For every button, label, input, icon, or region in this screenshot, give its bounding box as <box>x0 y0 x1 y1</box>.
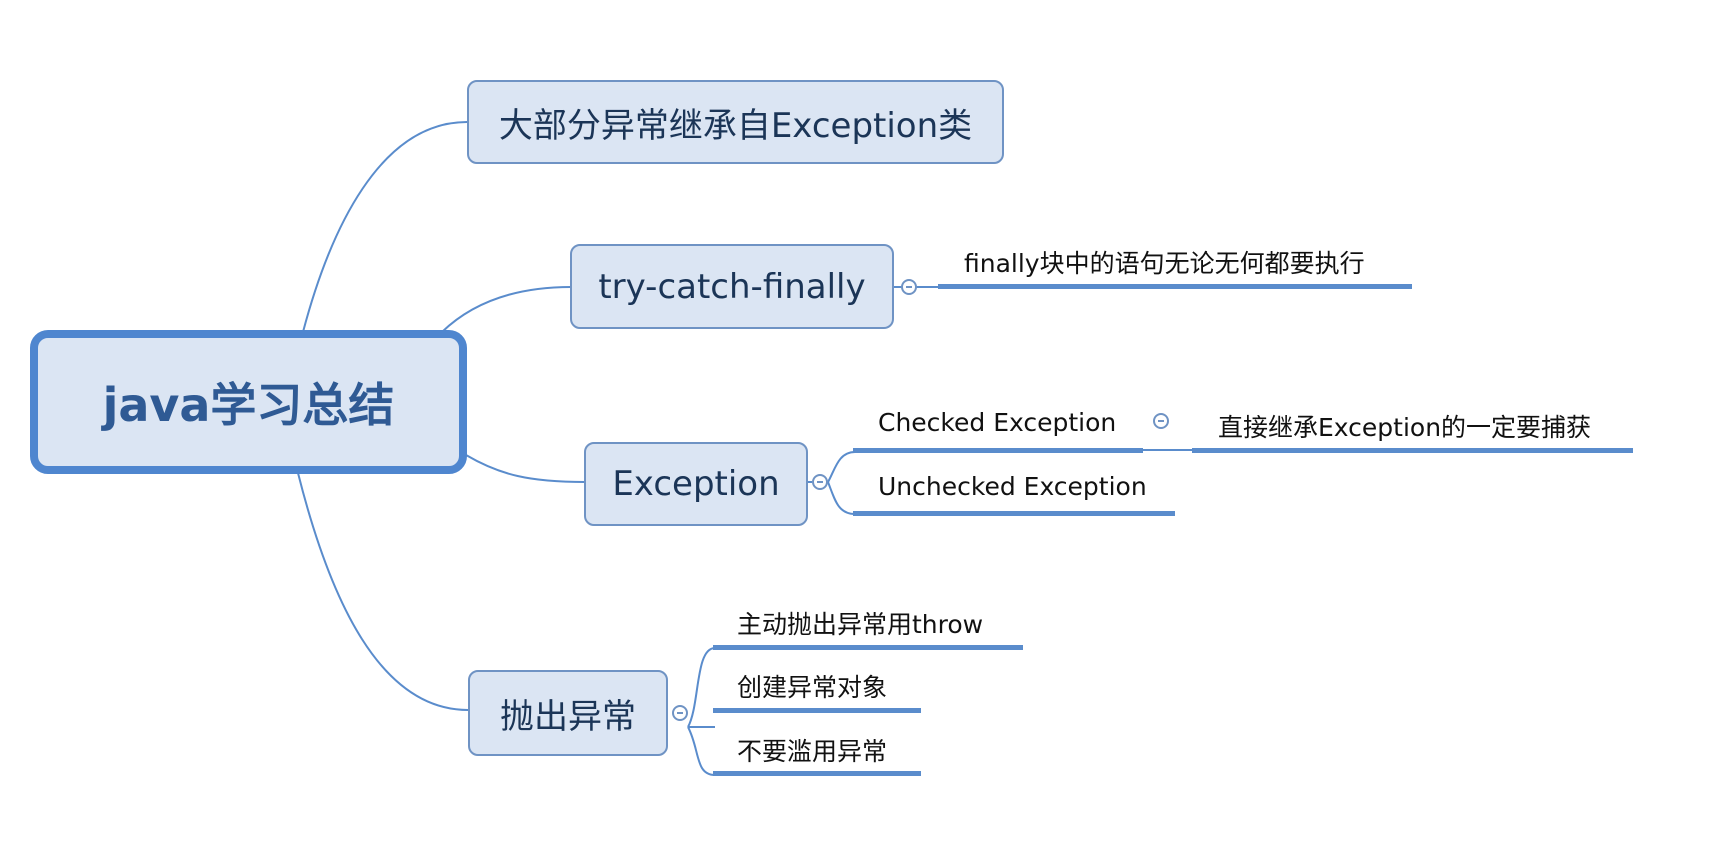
subtopic-create-exception-object[interactable]: 创建异常对象 <box>737 673 888 702</box>
subtopic-unchecked-exception[interactable]: Unchecked Exception <box>878 472 1147 501</box>
connector-exception-to-unchecked <box>827 481 856 515</box>
topic-exception[interactable]: Exception <box>584 442 808 526</box>
topic-label: try-catch-finally <box>598 266 866 307</box>
collapse-minus-icon[interactable] <box>812 474 828 490</box>
subtopic-underline <box>1192 448 1633 453</box>
subtopic-must-catch-checked[interactable]: 直接继承Exception的一定要捕获 <box>1218 413 1592 442</box>
subtopic-finally-always-runs[interactable]: finally块中的语句无论无何都要执行 <box>964 249 1365 278</box>
topic-label: Exception <box>612 464 780 504</box>
subtopic-underline <box>853 511 1175 516</box>
topic-label: 抛出异常 <box>500 696 636 737</box>
subtopic-underline <box>853 448 1143 453</box>
root-topic-label: java学习总结 <box>102 378 395 432</box>
connector-root-to-topic-3 <box>465 454 586 483</box>
collapse-minus-icon[interactable] <box>901 279 917 295</box>
connector-throw-to-leaf-1 <box>687 647 716 728</box>
subtopic-checked-exception[interactable]: Checked Exception <box>878 408 1117 437</box>
connector-exception-to-checked <box>827 451 856 483</box>
collapse-minus-icon[interactable] <box>1153 413 1169 429</box>
subtopic-use-throw[interactable]: 主动抛出异常用throw <box>737 610 984 639</box>
subtopic-dont-abuse-exceptions[interactable]: 不要滥用异常 <box>737 737 888 766</box>
connector-root-to-topic-1 <box>302 121 468 333</box>
connector-root-to-topic-2 <box>441 286 572 333</box>
topic-exception-inheritance[interactable]: 大部分异常继承自Exception类 <box>467 80 1004 164</box>
topic-throw-exception[interactable]: 抛出异常 <box>468 670 668 756</box>
subtopic-underline <box>713 771 921 776</box>
topic-label: 大部分异常继承自Exception类 <box>498 105 973 146</box>
topic-try-catch-finally[interactable]: try-catch-finally <box>570 244 894 329</box>
subtopic-underline <box>938 284 1412 289</box>
subtopic-underline <box>713 645 1023 650</box>
connector-throw-to-leaf-3 <box>687 726 716 776</box>
root-topic[interactable]: java学习总结 <box>30 330 467 474</box>
connector-root-to-topic-4 <box>297 472 469 711</box>
subtopic-underline <box>713 708 921 713</box>
collapse-minus-icon[interactable] <box>672 705 688 721</box>
